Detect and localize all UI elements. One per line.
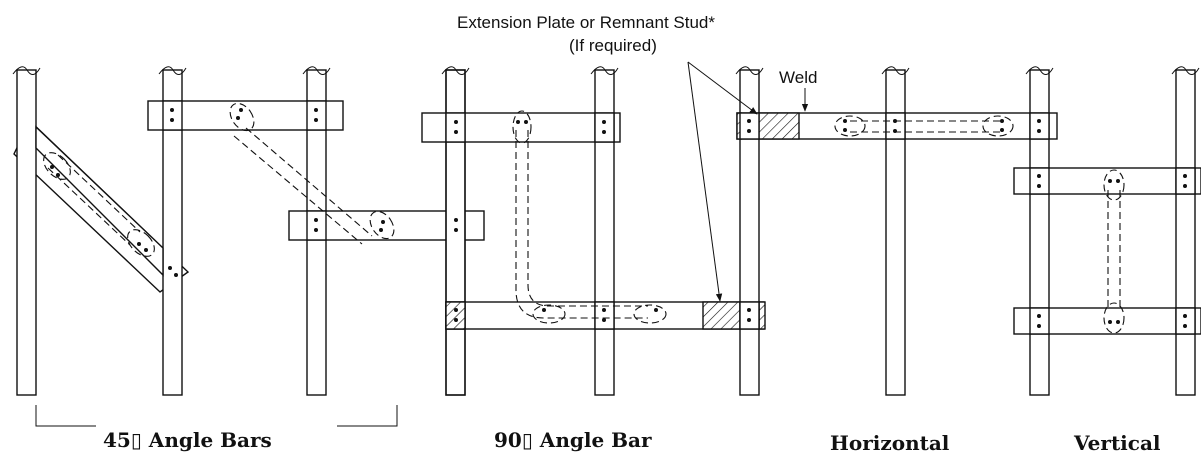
angle-90-label: 90▯ Angle Bar [494,428,652,452]
stud [1175,69,1196,396]
extension-plate [702,301,741,330]
weld-callout: Weld [779,68,817,87]
vertical-detail [1013,69,1201,396]
horizontal-detail [736,69,1058,396]
diagonal-bar-mid [35,125,164,277]
angle-45-label: 45▯ Angle Bars [103,428,272,452]
callout-arrows [687,61,809,302]
extension-plate [758,301,766,330]
stud [16,69,37,396]
extension-plate-callout: Extension Plate or Remnant Stud* [457,13,715,32]
if-required-callout: (If required) [569,36,657,55]
vertical-label: Vertical [1073,431,1161,455]
break-symbols [12,66,1200,75]
angle-45-detail [13,69,485,427]
extension-plate [758,112,800,140]
horizontal-label: Horizontal [830,431,950,455]
